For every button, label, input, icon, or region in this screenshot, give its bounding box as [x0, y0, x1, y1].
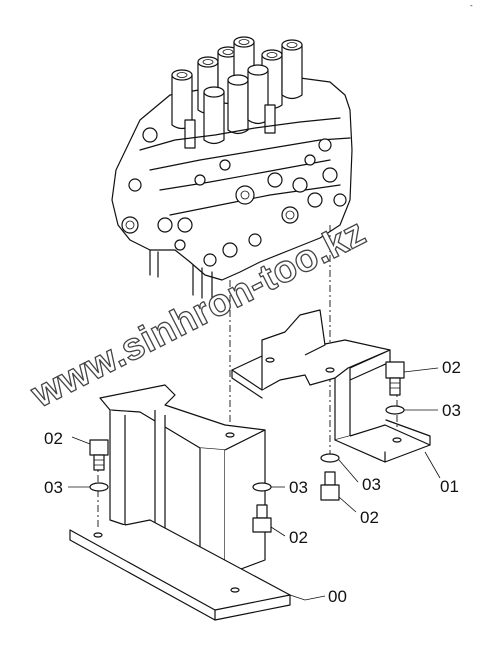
washer-03-center [320, 453, 340, 463]
callout-02-right: 02 [442, 358, 461, 377]
callout-labels: 00 01 02 03 02 03 03 02 03 02 - [44, 1, 473, 606]
callout-03-midleft: 03 [289, 478, 308, 497]
bolt-02-left [89, 439, 109, 471]
bolt-02-center [320, 471, 340, 501]
callout-03-right: 03 [442, 401, 461, 420]
callout-02-center: 02 [360, 508, 379, 527]
spool-cylinders [171, 36, 303, 145]
callout-00: 00 [328, 587, 347, 606]
bolt-02-right [385, 361, 405, 396]
bracket-00 [69, 384, 291, 621]
leader-lines [68, 367, 441, 601]
washer-03-right [385, 405, 405, 415]
control-valve-assembly [111, 36, 353, 299]
bracket-01 [231, 309, 431, 463]
washer-03-left [89, 482, 109, 492]
callout-01: 01 [440, 477, 459, 496]
callout-02-left: 02 [44, 429, 63, 448]
corner-mark: - [470, 1, 473, 10]
callout-03-left: 03 [44, 478, 63, 497]
bolt-02-midleft [252, 504, 272, 533]
callout-02-midleft: 02 [289, 528, 308, 547]
callout-03-center: 03 [362, 475, 381, 494]
valve-port-details [121, 127, 347, 267]
washer-03-midleft [252, 482, 272, 492]
